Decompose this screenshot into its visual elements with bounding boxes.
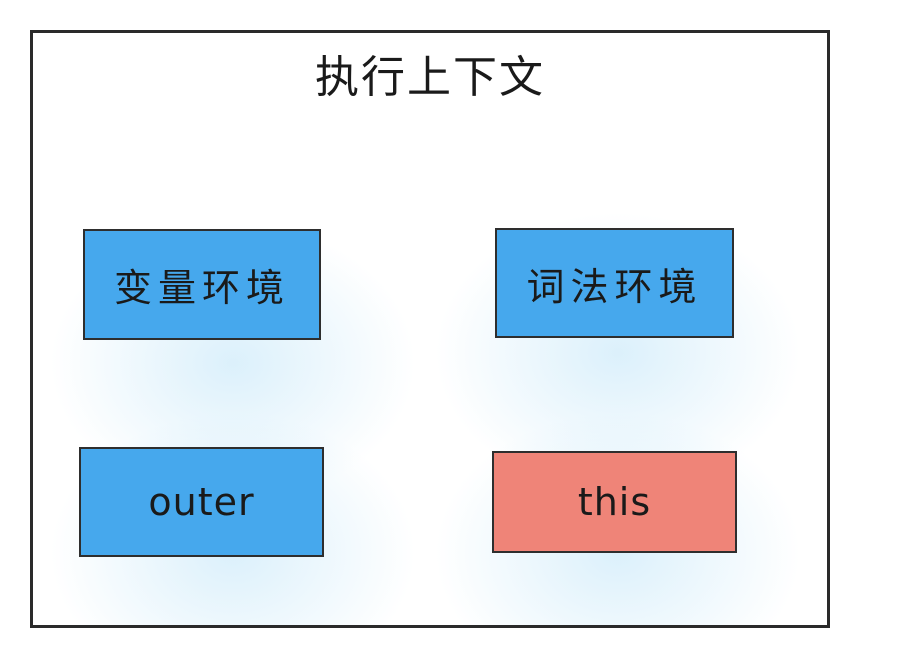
lexical-environment-label: 词法环境 (526, 264, 703, 309)
this-label: this (577, 480, 652, 524)
lexical-environment-box: 词法环境 (495, 228, 734, 338)
diagram-title: 执行上下文 (315, 52, 545, 103)
variable-environment-box: 变量环境 (83, 229, 321, 340)
this-box: this (492, 451, 737, 553)
outer-box: outer (79, 447, 324, 557)
outer-label: outer (148, 480, 255, 524)
variable-environment-label: 变量环境 (113, 266, 290, 310)
